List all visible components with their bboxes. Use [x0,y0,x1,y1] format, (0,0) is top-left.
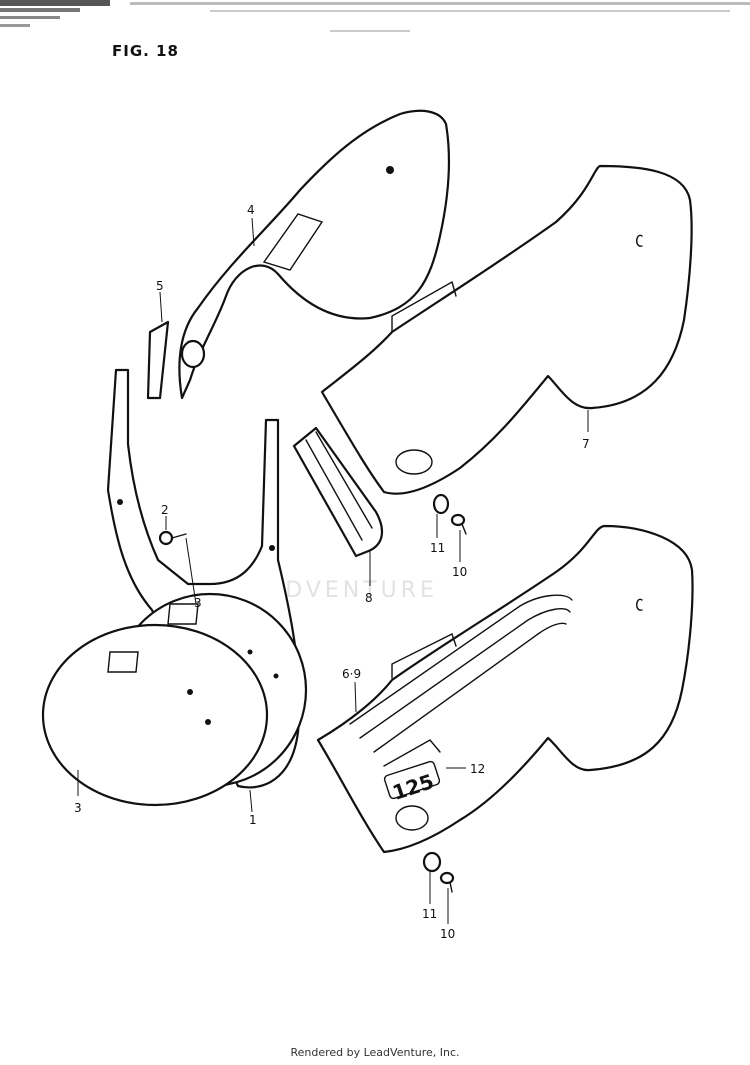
side-cover-upper [320,164,693,495]
number-plate-front [41,623,269,807]
scan-noise [0,0,750,32]
screw-part-2 [158,530,187,546]
callout-10-upper: 10 [452,565,467,579]
callout-4: 4 [247,203,255,217]
callout-3-upper: 3 [194,596,202,610]
figure-label: FIG. 18 [112,42,179,60]
callout-5: 5 [156,279,164,293]
callout-7: 7 [582,437,590,451]
callout-8: 8 [365,591,373,605]
side-cover-lower: 125 [316,524,694,854]
callout-12: 12 [470,762,485,776]
frame-cover-left [178,109,450,400]
callout-11-upper: 11 [430,541,445,555]
callout-10-lower: 10 [440,927,455,941]
footer-credit: Rendered by LeadVenture, Inc. [290,1046,460,1059]
washer-bolt-lower [422,851,455,893]
leader-lines [77,217,589,924]
callout-2: 2 [161,503,169,517]
callout-6-9: 6·9 [342,667,361,681]
rubber-strip-part-8 [292,426,384,558]
washer-bolt-upper [432,493,467,535]
callout-3-lower: 3 [74,801,82,815]
callout-1: 1 [249,813,257,827]
callout-11-lower: 11 [422,907,437,921]
strip-part-5 [146,320,170,400]
